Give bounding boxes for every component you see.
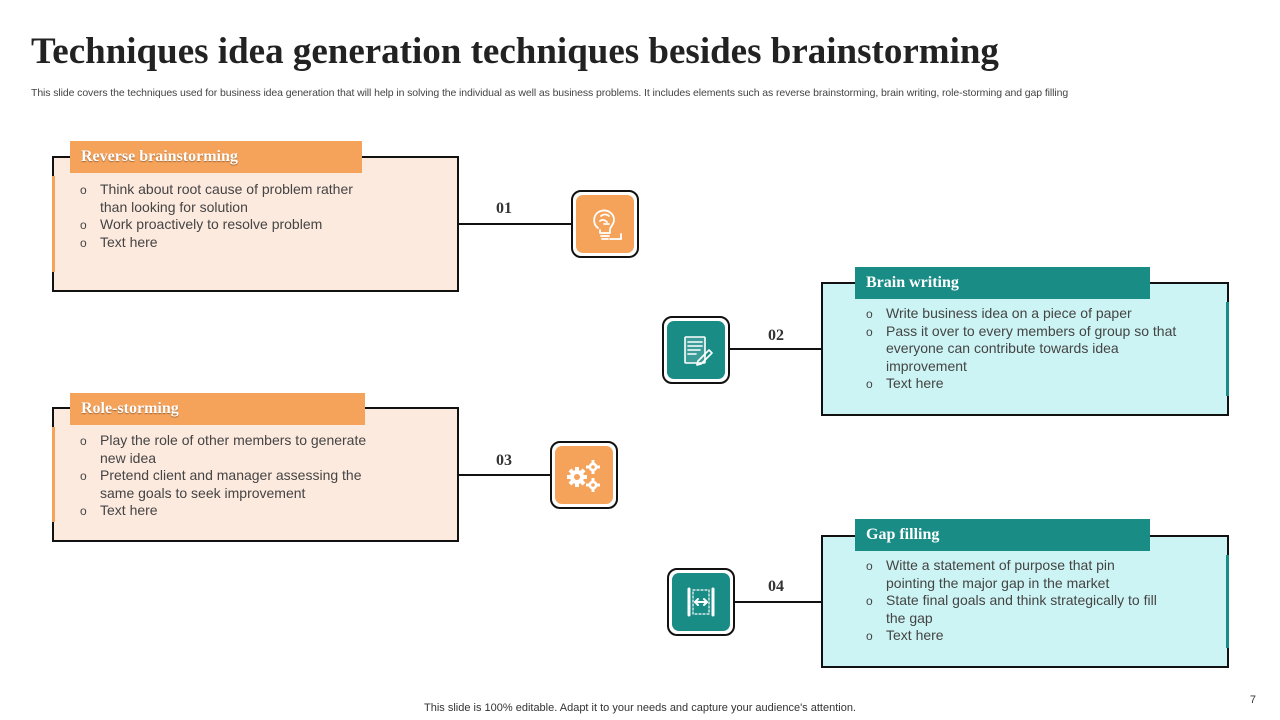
technique-icon-box [550,441,618,509]
technique-icon-box [571,190,639,258]
slide-title: Techniques idea generation techniques be… [31,31,999,72]
document-pencil-icon [667,321,725,379]
card-accent-bar [52,176,55,272]
card-accent-bar [1226,302,1229,396]
technique-points-list: Witte a statement of purpose that pin po… [866,557,1166,646]
technique-points-list: Play the role of other members to genera… [80,432,380,521]
connector-line [459,474,551,476]
slide-footer: This slide is 100% editable. Adapt it to… [424,702,856,714]
technique-icon-box [662,316,730,384]
technique-point: Think about root cause of problem rather… [80,181,380,216]
technique-icon-box [667,568,735,636]
technique-point: Text here [866,375,1201,393]
technique-title: Gap filling [855,519,1150,551]
technique-points-list: Think about root cause of problem rather… [80,181,380,252]
technique-number: 02 [768,327,784,344]
technique-point: Pretend client and manager assessing the… [80,467,380,502]
technique-point: Work proactively to resolve problem [80,216,380,234]
slide-subtitle: This slide covers the techniques used fo… [31,87,1069,99]
technique-point: Write business idea on a piece of paper [866,305,1201,323]
technique-point: State final goals and think strategicall… [866,592,1166,627]
card-accent-bar [1226,555,1229,648]
technique-point: Text here [80,502,380,520]
technique-point: Text here [866,627,1166,645]
connector-line [459,223,572,225]
technique-point: Play the role of other members to genera… [80,432,380,467]
connector-line [735,601,822,603]
technique-point: Text here [80,234,380,252]
technique-number: 01 [496,200,512,217]
gap-arrows-icon [672,573,730,631]
connector-line [730,348,822,350]
technique-point: Witte a statement of purpose that pin po… [866,557,1166,592]
technique-point: Pass it over to every members of group s… [866,323,1201,376]
lightbulb-brain-icon [576,195,634,253]
technique-number: 03 [496,452,512,469]
page-number: 7 [1249,694,1256,706]
technique-title: Brain writing [855,267,1150,299]
technique-number: 04 [768,578,784,595]
technique-title: Role-storming [70,393,365,425]
technique-points-list: Write business idea on a piece of paper … [866,305,1201,394]
card-accent-bar [52,427,55,522]
technique-title: Reverse brainstorming [70,141,362,173]
gears-icon [555,446,613,504]
